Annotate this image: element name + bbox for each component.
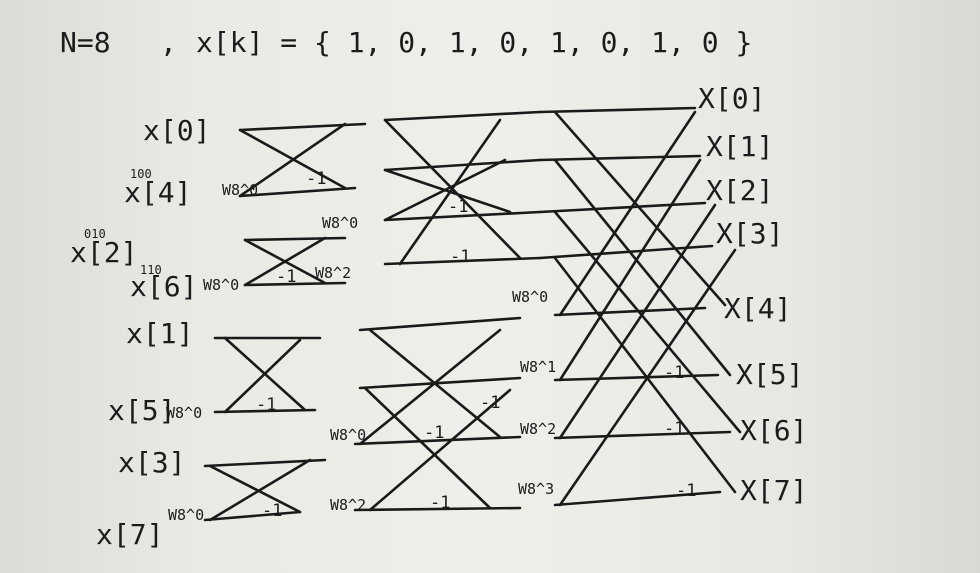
bit-note-x6: 110: [140, 263, 162, 277]
neg-mark-6: -1: [450, 247, 470, 267]
neg-mark-9: -1: [430, 493, 450, 513]
input-label-3: x[6]: [130, 270, 197, 303]
input-label-7: x[7]: [96, 518, 163, 551]
twiddle-s2-1: W8^2: [315, 264, 351, 282]
header-separator: ,: [160, 26, 177, 59]
output-label-4: X[4]: [724, 292, 791, 325]
twiddle-s3-2: W8^2: [520, 420, 556, 438]
neg-mark-4: -1: [262, 501, 282, 521]
input-label-2: x[2]: [70, 236, 137, 269]
output-label-1: X[1]: [706, 130, 773, 163]
twiddle-s3-0: W8^0: [512, 288, 548, 306]
twiddle-s3-1: W8^1: [520, 358, 556, 376]
output-label-7: X[7]: [740, 474, 807, 507]
twiddle-s3-3: W8^3: [518, 480, 554, 498]
neg-mark-12: -1: [676, 481, 696, 501]
stage1-wires: [203, 122, 367, 522]
twiddle-s1-2: W8^0: [166, 404, 202, 422]
twiddle-s1-1: W8^0: [203, 276, 239, 294]
input-label-4: x[1]: [126, 317, 193, 350]
neg-mark-11: -1: [664, 419, 684, 439]
output-label-3: X[3]: [716, 217, 783, 250]
header-sequence: x[k] = { 1, 0, 1, 0, 1, 0, 1, 0 }: [196, 26, 752, 59]
header-n: N=8: [60, 26, 111, 59]
neg-mark-5: -1: [448, 197, 468, 217]
output-label-6: X[6]: [740, 414, 807, 447]
stage3-wires: [538, 106, 742, 507]
twiddle-s1-3: W8^0: [168, 506, 204, 524]
bit-note-x2: 010: [84, 227, 106, 241]
input-label-0: x[0]: [143, 114, 210, 147]
neg-mark-2: -1: [276, 267, 296, 287]
neg-mark-7: -1: [424, 423, 444, 443]
neg-mark-3: -1: [256, 395, 276, 415]
twiddle-s1-0: W8^0: [222, 181, 258, 199]
input-label-5: x[5]: [108, 394, 175, 427]
output-label-5: X[5]: [736, 358, 803, 391]
neg-mark-8: -1: [480, 393, 500, 413]
bit-note-x4: 100: [130, 167, 152, 181]
input-label-1: x[4]: [124, 176, 191, 209]
twiddle-s2-2: W8^0: [330, 426, 366, 444]
input-label-6: x[3]: [118, 446, 185, 479]
neg-mark-10: -1: [664, 363, 684, 383]
output-label-2: X[2]: [706, 174, 773, 207]
neg-mark-1: -1: [306, 169, 326, 189]
twiddle-s2-3: W8^2: [330, 496, 366, 514]
output-label-0: X[0]: [698, 82, 765, 115]
stage2-wires: [353, 110, 542, 512]
twiddle-s2-0: W8^0: [322, 214, 358, 232]
